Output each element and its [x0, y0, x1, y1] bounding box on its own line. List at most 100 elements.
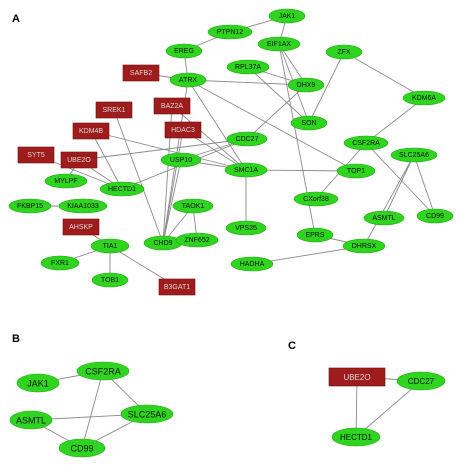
gene-ellipse	[296, 227, 334, 243]
edge-a-srek1-chd9	[113, 109, 164, 244]
node-label: HDAC3	[171, 127, 195, 134]
gene-box	[158, 278, 196, 296]
gene-ellipse	[396, 371, 446, 391]
gene-ellipse	[257, 36, 301, 52]
node-a-hadha: HADHA	[230, 256, 274, 272]
gene-ellipse	[58, 438, 106, 458]
edge-a-smc1a-baz2a	[171, 105, 247, 171]
node-a-slc25a6: SLC25A6	[390, 147, 438, 163]
node-label: CSF2RA	[352, 140, 380, 147]
node-a-asmtl: ASMTL	[363, 210, 405, 226]
gene-box	[17, 146, 55, 164]
node-a-kdm4b: KDM4B	[72, 122, 110, 140]
gene-ellipse	[342, 238, 386, 254]
edge-a-slc25a6-cd99	[413, 154, 436, 217]
node-a-chd9: CHD9	[143, 235, 183, 251]
node-a-ube2o: UBE2O	[60, 151, 98, 169]
node-a-rpl37a: RPL37A	[226, 59, 270, 75]
node-a-usp10: USP10	[160, 152, 202, 168]
node-a-eif1ax: EIF1AX	[257, 36, 301, 52]
node-label: ZNF652	[184, 237, 209, 244]
gene-ellipse	[160, 152, 202, 168]
node-label: CD99	[426, 213, 444, 220]
node-b-csf2ra: CSF2RA	[76, 361, 130, 381]
gene-ellipse	[8, 198, 52, 214]
node-label: BAZ2A	[161, 103, 184, 110]
node-label: TAOK1	[182, 203, 205, 210]
node-label: SYT5	[27, 152, 45, 159]
node-a-kdm6a: KDM6A	[402, 90, 446, 106]
node-a-cdc27: CDC27	[226, 131, 268, 147]
gene-ellipse	[58, 198, 108, 214]
edge-c-ube2o-hectd1	[355, 376, 358, 438]
gene-ellipse	[287, 77, 325, 93]
node-a-b3gat1: B3GAT1	[158, 278, 196, 296]
node-label: CXorf38	[303, 196, 329, 203]
node-a-vps35: VPS35	[225, 220, 267, 236]
node-label: PTPN12	[217, 29, 244, 36]
node-label: DHX9	[297, 82, 316, 89]
gene-ellipse	[99, 181, 145, 197]
node-a-ereg: EREG	[165, 43, 203, 59]
node-a-syt5: SYT5	[17, 146, 55, 164]
node-label: EIF1AX	[267, 41, 291, 48]
node-label: CDC27	[236, 136, 259, 143]
edge-a-usp10-chd9	[162, 159, 182, 244]
node-label: TIA1	[103, 243, 118, 250]
gene-ellipse	[224, 162, 268, 178]
edge-a-smc1a-kdm4b	[90, 130, 247, 171]
node-label: MYLPF	[54, 178, 77, 185]
node-label: USP10	[170, 157, 192, 164]
edge-c-hectd1-cdc27	[355, 380, 422, 438]
node-b-asmtl: ASMTL	[9, 410, 53, 430]
gene-ellipse	[336, 163, 376, 179]
node-c-cdc27: CDC27	[396, 371, 446, 391]
node-c-hectd1: HECTD1	[331, 427, 381, 447]
node-a-safb2: SAFB2	[122, 64, 160, 82]
edge-b-csf2ra-cd99	[81, 370, 104, 449]
node-a-ahskp: AHSKP	[62, 218, 100, 236]
node-label: KIAA1033	[67, 203, 99, 210]
node-label: SMC1A	[234, 167, 258, 174]
gene-ellipse	[120, 404, 174, 424]
node-label: SLC25A6	[128, 410, 167, 420]
node-a-jak1: JAK1	[268, 8, 306, 24]
node-label: AHSKP	[69, 224, 93, 231]
node-a-kiaa1033: KIAA1033	[58, 198, 108, 214]
node-label: UBE2O	[67, 157, 91, 164]
node-a-smc1a: SMC1A	[224, 162, 268, 178]
node-label: DHRSX	[352, 243, 377, 250]
gene-box	[60, 151, 98, 169]
gene-ellipse	[226, 131, 268, 147]
gene-ellipse	[390, 147, 438, 163]
node-a-taok1: TAOK1	[172, 198, 214, 214]
gene-ellipse	[40, 255, 80, 271]
node-label: HADHA	[240, 261, 265, 268]
edge-a-dhx9-atrx	[187, 79, 307, 86]
node-a-csf2ra: CSF2RA	[343, 135, 389, 151]
node-label: CSF2RA	[85, 367, 121, 377]
node-label: EREG	[174, 48, 194, 55]
node-a-cd99: CD99	[416, 208, 454, 224]
node-a-zfx: ZFX	[325, 44, 363, 60]
gene-ellipse	[169, 72, 207, 88]
gene-box	[72, 122, 110, 140]
node-a-tob1: TOB1	[91, 272, 129, 288]
gene-ellipse	[90, 238, 130, 254]
gene-ellipse	[175, 232, 219, 248]
gene-ellipse	[343, 135, 389, 151]
gene-ellipse	[290, 115, 328, 131]
node-label: SREK1	[103, 107, 126, 114]
gene-ellipse	[268, 8, 306, 24]
edge-a-zfx-son	[308, 51, 345, 124]
node-a-top1: TOP1	[336, 163, 376, 179]
gene-box	[62, 218, 100, 236]
node-label: JAK1	[27, 379, 49, 389]
gene-ellipse	[325, 44, 363, 60]
gene-box	[122, 64, 160, 82]
gene-ellipse	[226, 59, 270, 75]
gene-ellipse	[363, 210, 405, 226]
gene-ellipse	[9, 410, 53, 430]
node-label: KDM6A	[412, 95, 436, 102]
gene-box	[164, 121, 202, 139]
